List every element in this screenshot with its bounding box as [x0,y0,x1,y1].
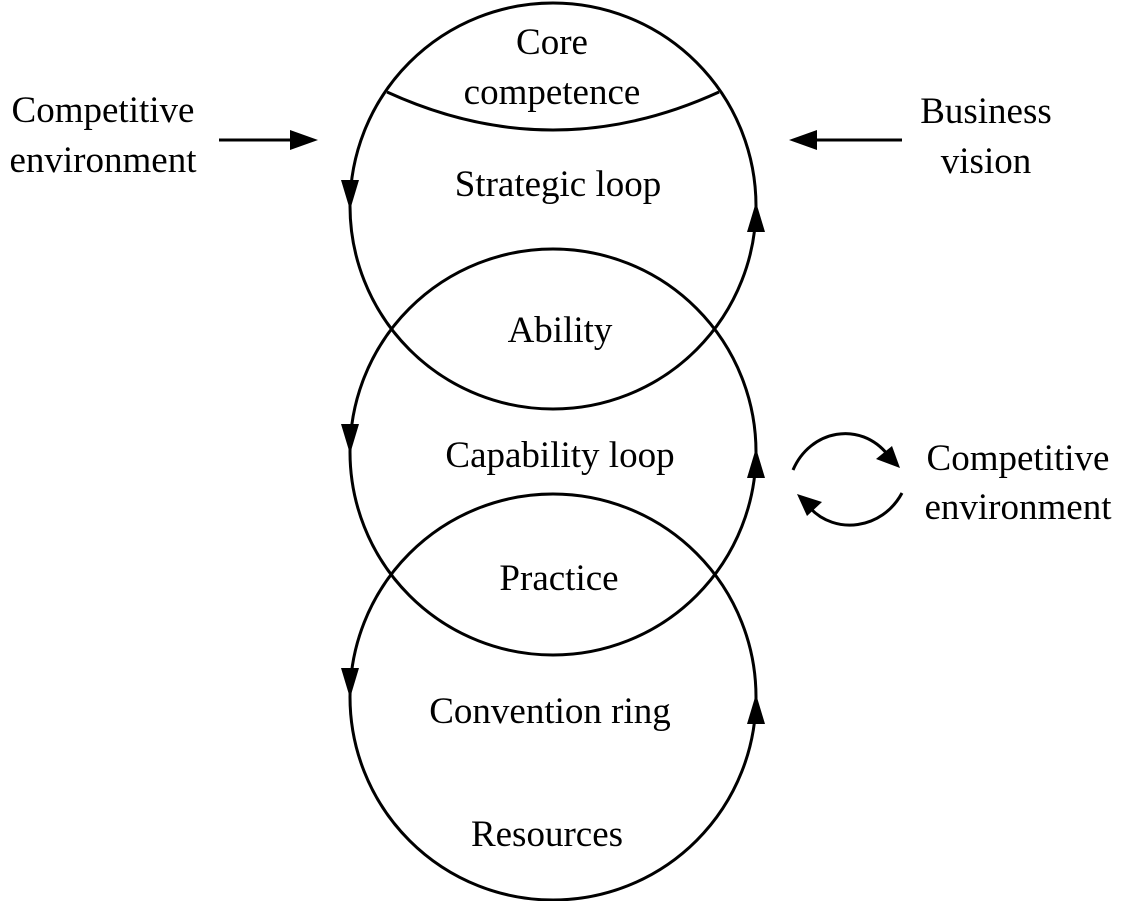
convention-ring-left-arrow-icon [341,668,359,698]
strategic-loop-left-arrow-icon [341,180,359,210]
strategic-loop-right-arrow-icon [747,202,765,232]
exchange-label-line2: environment [924,487,1112,528]
left-input-arrow-icon [290,130,318,150]
capability-loop-right-arrow-icon [747,448,765,478]
ability-label: Ability [508,310,613,351]
core-competence-label-line2: competence [464,72,641,113]
left-input-label-line2: environment [9,140,197,181]
strategic-loop-label: Strategic loop [455,164,662,205]
exchange-lower-arrow-icon [797,494,822,516]
exchange-label-line1: Competitive [927,438,1110,479]
exchange-upper-arc [791,432,890,471]
exchange-upper-arrow-icon [876,446,900,468]
core-competence-divider [386,90,720,132]
exchange-lower-arc [808,492,904,527]
left-input-label-line1: Competitive [12,90,195,131]
core-competence-label-line1: Core [516,22,588,63]
right-input-label-line2: vision [941,141,1031,182]
convention-ring-label: Convention ring [429,691,671,732]
practice-label: Practice [499,558,618,599]
right-input-arrow-icon [789,130,817,150]
capability-loop-left-arrow-icon [341,424,359,454]
right-input-label-line1: Business [920,91,1052,132]
capability-loop-label: Capability loop [445,435,674,476]
convention-ring-right-arrow-icon [747,694,765,724]
resources-label: Resources [471,814,623,855]
